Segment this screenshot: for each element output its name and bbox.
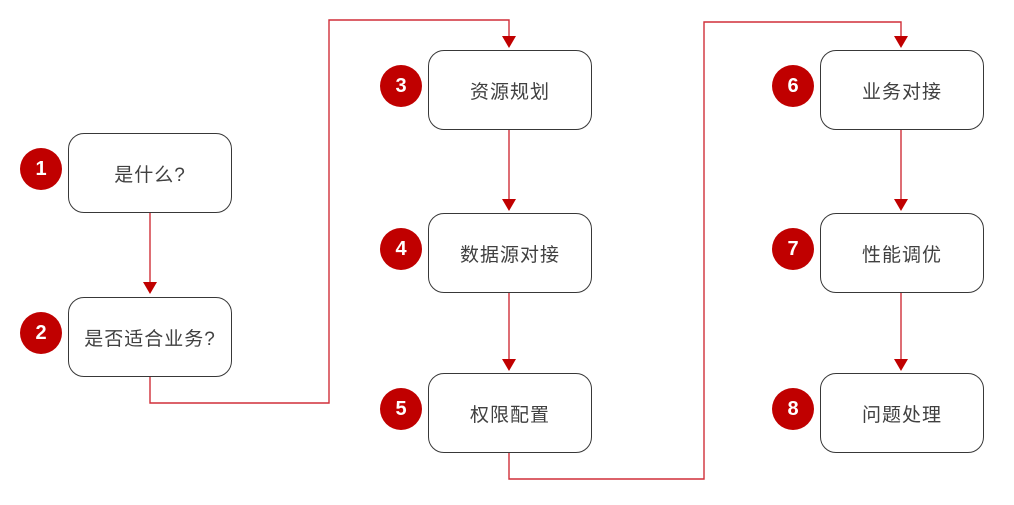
flow-step-3: 3 资源规划 bbox=[380, 50, 592, 130]
flow-step-2: 2 是否适合业务? bbox=[20, 297, 232, 377]
step-number-badge: 7 bbox=[772, 228, 814, 270]
step-number-badge: 4 bbox=[380, 228, 422, 270]
step-number-badge: 3 bbox=[380, 65, 422, 107]
connector-step5-step6 bbox=[508, 21, 908, 480]
step-number-badge: 6 bbox=[772, 65, 814, 107]
step-label: 是什么? bbox=[114, 164, 186, 186]
step-box: 问题处理 bbox=[820, 373, 984, 453]
step-box: 性能调优 bbox=[820, 213, 984, 293]
step-number-badge: 8 bbox=[772, 388, 814, 430]
step-box: 业务对接 bbox=[820, 50, 984, 130]
step-label: 是否适合业务? bbox=[84, 328, 216, 350]
step-label: 性能调优 bbox=[861, 244, 942, 266]
step-label: 资源规划 bbox=[469, 81, 550, 103]
step-box: 资源规划 bbox=[428, 50, 592, 130]
step-box: 权限配置 bbox=[428, 373, 592, 453]
flow-step-7: 7 性能调优 bbox=[772, 213, 984, 293]
flow-step-5: 5 权限配置 bbox=[380, 373, 592, 453]
flow-step-6: 6 业务对接 bbox=[772, 50, 984, 130]
flow-step-4: 4 数据源对接 bbox=[380, 213, 592, 293]
flow-step-1: 1 是什么? bbox=[20, 133, 232, 213]
step-box: 是否适合业务? bbox=[68, 297, 232, 377]
flow-step-8: 8 问题处理 bbox=[772, 373, 984, 453]
step-number-badge: 5 bbox=[380, 388, 422, 430]
step-label: 问题处理 bbox=[861, 404, 942, 426]
step-box: 是什么? bbox=[68, 133, 232, 213]
step-label: 权限配置 bbox=[469, 404, 550, 426]
step-label: 业务对接 bbox=[861, 81, 942, 103]
step-label: 数据源对接 bbox=[459, 244, 560, 266]
connector-step2-step3 bbox=[149, 19, 516, 404]
step-number-badge: 2 bbox=[20, 312, 62, 354]
step-box: 数据源对接 bbox=[428, 213, 592, 293]
step-number-badge: 1 bbox=[20, 148, 62, 190]
